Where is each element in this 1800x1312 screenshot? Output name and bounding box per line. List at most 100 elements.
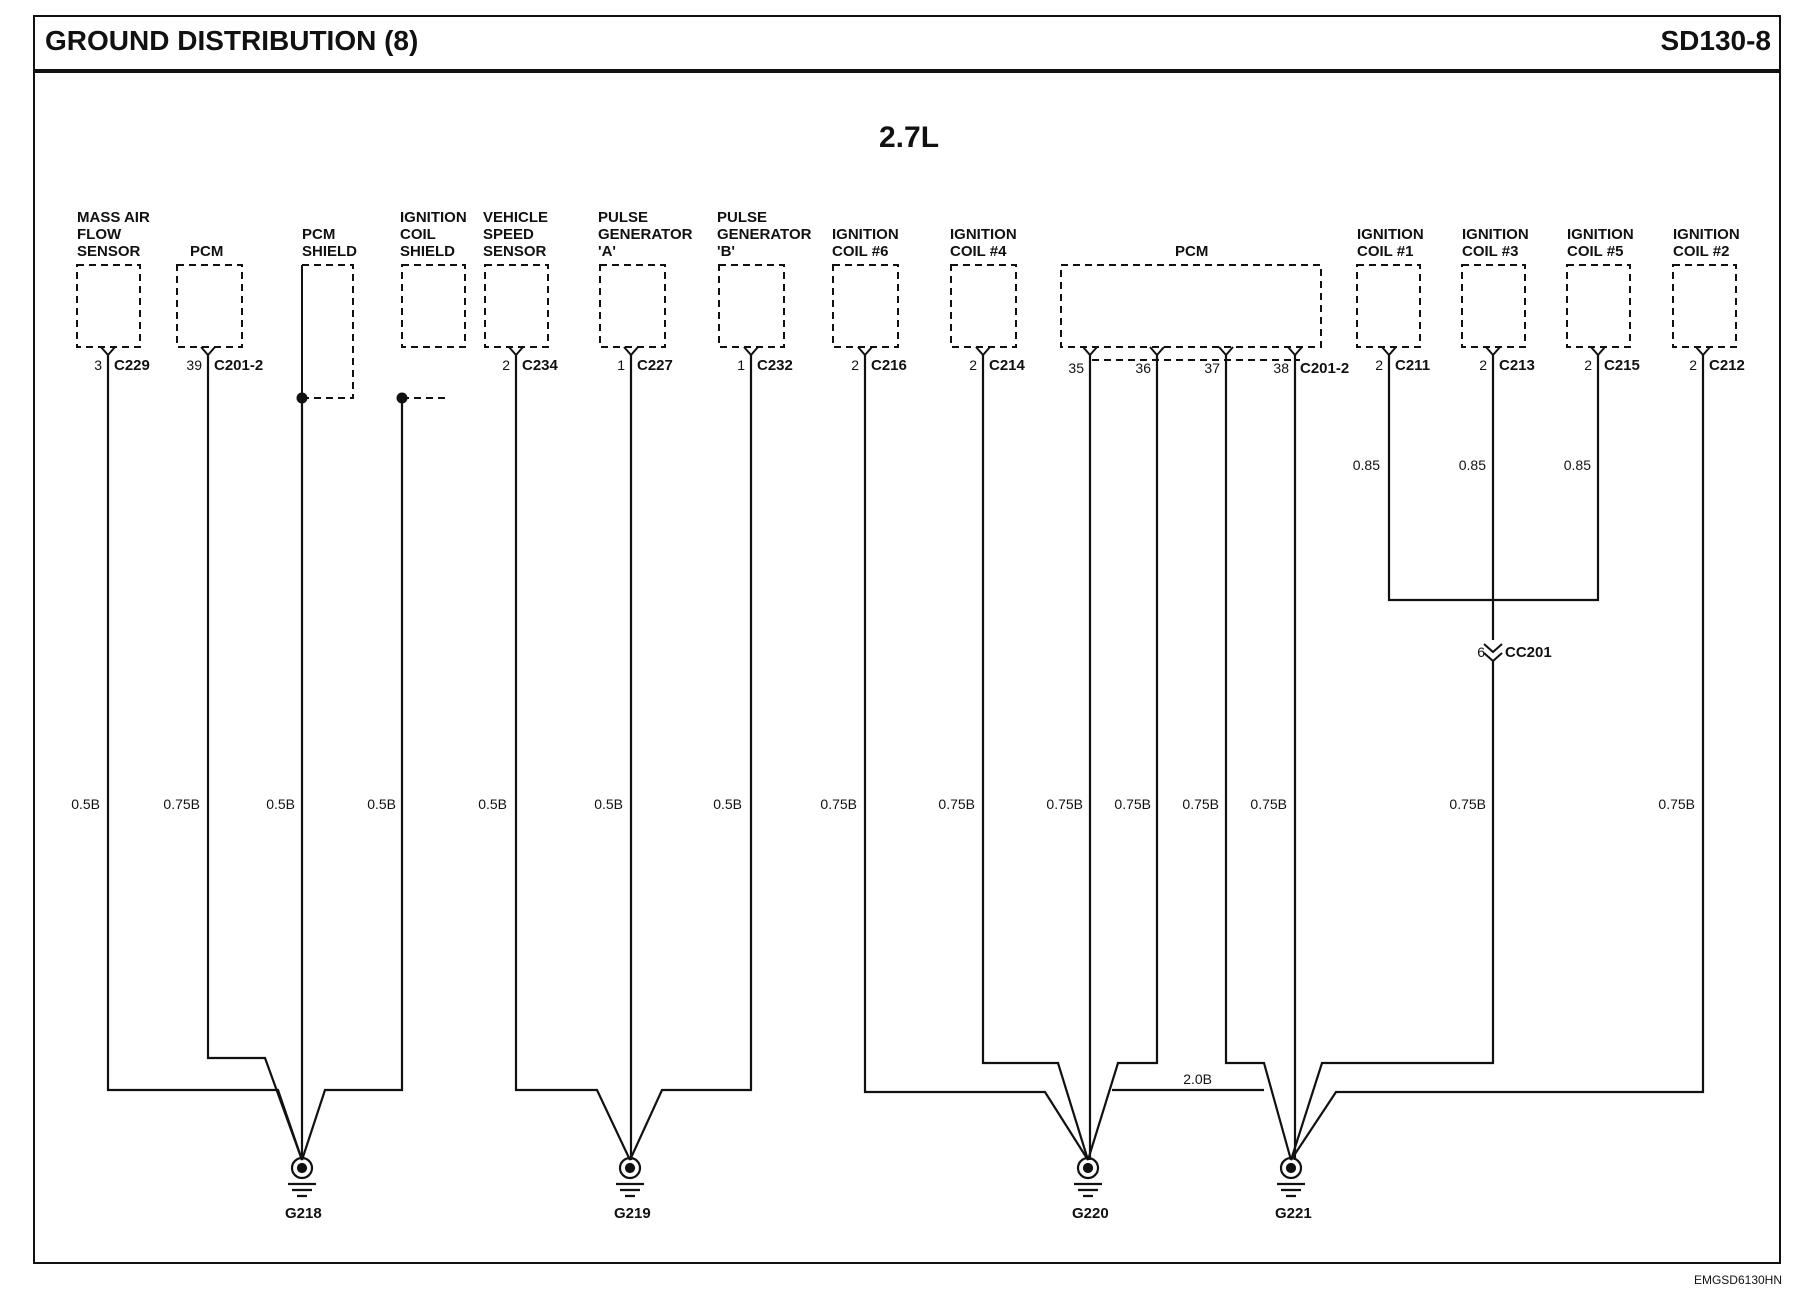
connector-label: C227 bbox=[637, 357, 673, 374]
pin-number: 2 bbox=[1479, 357, 1487, 373]
component-label: COIL #6 bbox=[832, 243, 888, 260]
component-label: MASS AIR bbox=[77, 209, 150, 226]
box-coil-5 bbox=[1566, 264, 1631, 348]
component-label: COIL #2 bbox=[1673, 243, 1729, 260]
pin-number: 2 bbox=[1689, 357, 1697, 373]
ground-label: G220 bbox=[1072, 1205, 1109, 1222]
pin-number: 2 bbox=[502, 357, 510, 373]
component-label: SHIELD bbox=[302, 243, 357, 260]
pin-number: 38 bbox=[1273, 360, 1289, 376]
component-label: COIL bbox=[400, 226, 436, 243]
wire-label: 0.85 bbox=[1353, 457, 1380, 473]
component-label: GENERATOR bbox=[717, 226, 812, 243]
component-label: COIL #3 bbox=[1462, 243, 1518, 260]
component-label: COIL #5 bbox=[1567, 243, 1623, 260]
wire-labels: 0.5B 0.75B 0.5B 0.5B 0.5B 0.5B 0.5B 0.75… bbox=[71, 457, 1695, 1087]
wire-label: 0.5B bbox=[713, 796, 742, 812]
wire-label: 0.85 bbox=[1459, 457, 1486, 473]
footer-code: EMGSD6130HN bbox=[1693, 1273, 1782, 1287]
connector-labels: C229 C201-2 C234 C227 C232 C216 C214 C20… bbox=[114, 357, 1745, 661]
box-coil-1 bbox=[1356, 264, 1421, 348]
component-label: PULSE bbox=[598, 209, 648, 226]
component-label: PCM bbox=[302, 226, 335, 243]
connector-label: C234 bbox=[522, 357, 559, 374]
wire-pcm-37 bbox=[1224, 355, 1293, 1161]
wire-coil-6 bbox=[863, 355, 1089, 1161]
ground-label: G218 bbox=[285, 1205, 322, 1222]
wire-maf bbox=[106, 355, 304, 1161]
box-pulse-gen-a bbox=[599, 264, 666, 348]
wire-label: 0.75B bbox=[1182, 796, 1219, 812]
component-label: IGNITION bbox=[1567, 226, 1634, 243]
connector-label: C216 bbox=[871, 357, 907, 374]
wire-label: 0.75B bbox=[938, 796, 975, 812]
wire-label: 0.75B bbox=[1658, 796, 1695, 812]
ground-icon bbox=[288, 1156, 316, 1198]
wire-label: 0.5B bbox=[594, 796, 623, 812]
component-label: SENSOR bbox=[483, 243, 547, 260]
pin-number: 35 bbox=[1068, 360, 1084, 376]
pin-number: 1 bbox=[737, 357, 745, 373]
splice-dot-pcm-shield bbox=[296, 392, 308, 404]
connector-terminals bbox=[100, 346, 1711, 663]
component-label: IGNITION bbox=[950, 226, 1017, 243]
box-coil-6 bbox=[832, 264, 899, 348]
diagram-sheet: GROUND DISTRIBUTION (8) SD130-8 2.7L bbox=[33, 15, 1781, 1264]
connector-label: C232 bbox=[757, 357, 793, 374]
title-bar: GROUND DISTRIBUTION (8) SD130-8 bbox=[35, 17, 1779, 73]
connector-label: C201-2 bbox=[1300, 360, 1349, 377]
box-maf bbox=[76, 264, 141, 348]
component-label: PULSE bbox=[717, 209, 767, 226]
wires bbox=[106, 355, 1705, 1161]
connector-label: C215 bbox=[1604, 357, 1640, 374]
pin-number: 3 bbox=[94, 357, 102, 373]
page-code: SD130-8 bbox=[1660, 25, 1771, 56]
component-label: PCM bbox=[1175, 243, 1208, 260]
ground-labels: G218 G219 G220 G221 bbox=[285, 1205, 1312, 1222]
box-coil-3 bbox=[1461, 264, 1526, 348]
component-label: PCM bbox=[190, 243, 223, 260]
wire-label: 0.75B bbox=[1046, 796, 1083, 812]
wire-label: 0.75B bbox=[1250, 796, 1287, 812]
wire-label: 0.75B bbox=[1114, 796, 1151, 812]
wire-coil-4 bbox=[981, 355, 1090, 1161]
wire-ign-shield bbox=[300, 398, 404, 1161]
component-label: IGNITION bbox=[1673, 226, 1740, 243]
wire-cc201 bbox=[1289, 660, 1495, 1161]
box-vss bbox=[484, 264, 549, 348]
box-pcm-2 bbox=[1060, 264, 1322, 348]
engine-label: 2.7L bbox=[878, 121, 940, 154]
ground-icon bbox=[616, 1156, 644, 1198]
component-label: SENSOR bbox=[77, 243, 141, 260]
box-coil-2 bbox=[1672, 264, 1737, 348]
wire-pulse-b bbox=[628, 355, 753, 1161]
component-label: IGNITION bbox=[832, 226, 899, 243]
ground-icon bbox=[1074, 1156, 1102, 1198]
component-label: IGNITION bbox=[400, 209, 467, 226]
ground-label: G221 bbox=[1275, 1205, 1312, 1222]
wire-label: 0.5B bbox=[367, 796, 396, 812]
pin-number: 39 bbox=[186, 357, 202, 373]
wire-coils-1-3-5 bbox=[1387, 355, 1600, 640]
component-label: SHIELD bbox=[400, 243, 455, 260]
pin-number: 2 bbox=[969, 357, 977, 373]
wire-label: 0.75B bbox=[1449, 796, 1486, 812]
wire-label-link: 2.0B bbox=[1183, 1071, 1212, 1087]
connector-label: C214 bbox=[989, 357, 1026, 374]
splice-dot-ign-shield bbox=[396, 392, 408, 404]
connector-label: C212 bbox=[1709, 357, 1745, 374]
component-label: FLOW bbox=[77, 226, 122, 243]
component-label: SPEED bbox=[483, 226, 534, 243]
component-label: 'A' bbox=[598, 243, 616, 260]
wire-label: 0.75B bbox=[820, 796, 857, 812]
ground-symbols bbox=[288, 1156, 1305, 1198]
component-label: VEHICLE bbox=[483, 209, 548, 226]
pin-numbers: 3 39 2 1 1 2 2 35 36 37 38 2 2 2 2 6 bbox=[94, 357, 1697, 660]
wire-coil-2 bbox=[1290, 355, 1705, 1161]
connector-label: C211 bbox=[1395, 357, 1430, 374]
wire-label: 0.5B bbox=[266, 796, 295, 812]
wire-label: 0.5B bbox=[71, 796, 100, 812]
wire-label: 0.85 bbox=[1564, 457, 1591, 473]
box-coil-4 bbox=[950, 264, 1017, 348]
